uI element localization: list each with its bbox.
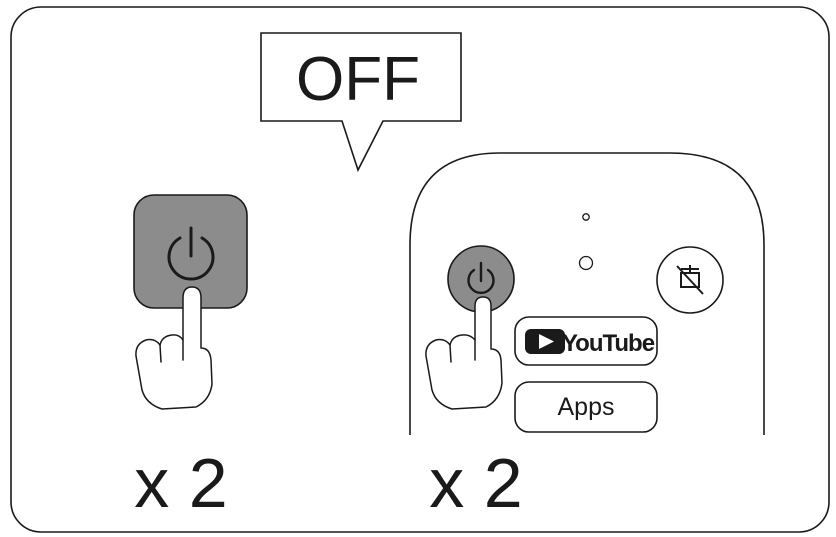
picture-mute-icon <box>676 265 704 295</box>
indicator-led <box>582 213 590 221</box>
youtube-label: YouTube <box>562 330 655 357</box>
apps-button[interactable] <box>514 381 658 433</box>
left-press-count: x 2 <box>134 444 227 522</box>
off-callout: OFF <box>260 32 462 173</box>
play-icon <box>539 334 554 349</box>
remote-outline <box>409 152 765 435</box>
apps-label: Apps <box>558 393 615 421</box>
pressing-hand <box>135 286 213 410</box>
callout-bubble <box>260 32 462 173</box>
left-panel: x 2 <box>133 194 248 522</box>
callout-label: OFF <box>296 45 420 114</box>
remote-control: YouTube Apps x 2 <box>409 152 765 522</box>
remote-press-count: x 2 <box>429 444 522 522</box>
power-icon <box>167 226 215 281</box>
power-icon <box>467 261 495 295</box>
ambient-sensor <box>578 255 594 271</box>
pressing-hand <box>425 296 503 410</box>
